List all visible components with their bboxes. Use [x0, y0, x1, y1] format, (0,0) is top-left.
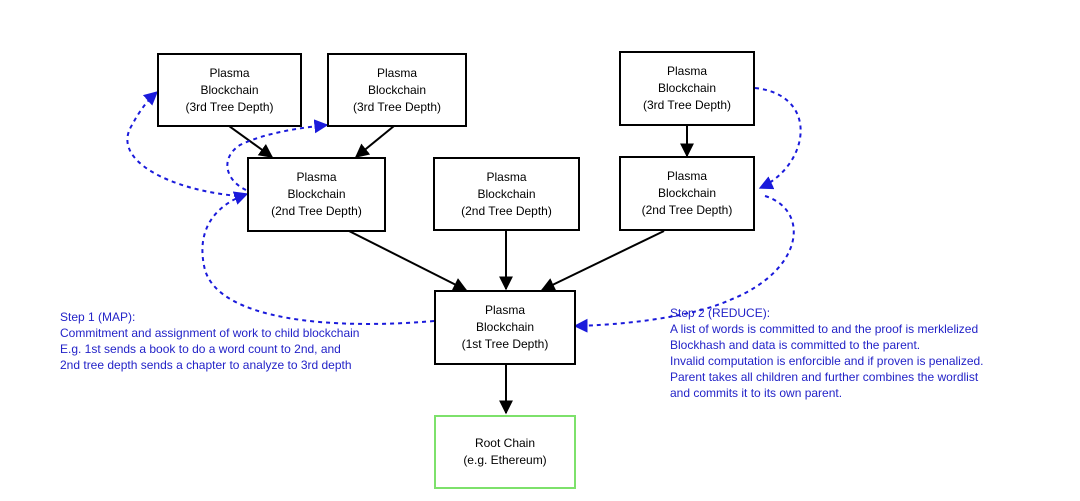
node-line: Plasma [666, 64, 707, 78]
node-line: Root Chain [474, 436, 536, 450]
node-line: (3rd Tree Depth) [185, 99, 274, 114]
node-2nd-depth-right: Plasma Blockchain (2nd Tree Depth) [619, 156, 755, 231]
node-line: Plasma [376, 65, 417, 80]
arrow-a-to-d [228, 125, 274, 158]
node-line: (3rd Tree Depth) [352, 99, 442, 114]
node-line: Plasma [209, 65, 250, 80]
note-line: Parent takes all children and further co… [670, 370, 979, 384]
node-line: Plasma [666, 169, 707, 183]
node-3rd-depth-right: Plasma Blockchain (3rd Tree Depth) [619, 51, 755, 126]
node-2nd-depth-middle: Plasma Blockchain (2nd Tree Depth) [433, 157, 580, 231]
step1-map-note: Step 1 (MAP): Commitment and assignment … [60, 309, 359, 373]
note-line: Blockhash and data is committed to the p… [670, 338, 921, 352]
arrow-f-to-g [540, 230, 665, 291]
node-line: (3rd Tree Depth) [642, 98, 732, 112]
dashed-reduce-c-to-f [754, 87, 802, 190]
node-line: Blockchain [475, 320, 535, 334]
note-line: Step 2 (REDUCE): [670, 306, 771, 320]
node-line: (2nd Tree Depth) [271, 204, 362, 218]
node-line: (2nd Tree Depth) [461, 203, 552, 218]
note-line: A list of words is committed to and the … [670, 322, 979, 336]
dashed-map-d-to-b [226, 119, 329, 191]
dashed-reduce-f-to-g [573, 195, 795, 333]
node-2nd-depth-left: Plasma Blockchain (2nd Tree Depth) [247, 157, 386, 232]
node-line: (2nd Tree Depth) [641, 203, 733, 217]
arrow-b-to-d [354, 125, 395, 158]
node-line: Plasma [484, 303, 525, 317]
arrow-d-to-g [348, 230, 468, 291]
node-line: (e.g. Ethereum) [463, 453, 547, 467]
node-line: Blockchain [657, 186, 717, 200]
node-line: Plasma [486, 169, 527, 184]
note-line: and commits it to its own parent. [670, 386, 843, 400]
node-line: Blockchain [657, 81, 717, 95]
step2-reduce-note: Step 2 (REDUCE): A list of words is comm… [670, 305, 984, 401]
dashed-map-g-to-d [201, 191, 435, 325]
node-3rd-depth-left: Plasma Blockchain (3rd Tree Depth) [157, 53, 302, 127]
node-line: Plasma [296, 170, 337, 184]
node-3rd-depth-middle: Plasma Blockchain (3rd Tree Depth) [327, 53, 467, 127]
node-line: Blockchain [477, 186, 536, 201]
node-line: (1st Tree Depth) [461, 337, 549, 351]
note-line: E.g. 1st sends a book to do a word count… [60, 342, 341, 356]
node-line: Blockchain [200, 82, 259, 97]
note-line: Commitment and assignment of work to chi… [60, 326, 360, 340]
note-line: 2nd tree depth sends a chapter to analyz… [60, 358, 352, 372]
node-1st-depth: Plasma Blockchain (1st Tree Depth) [434, 290, 576, 365]
node-root-chain: Root Chain (e.g. Ethereum) [434, 415, 576, 489]
note-line: Invalid computation is enforcible and if… [670, 354, 984, 368]
node-line: Blockchain [367, 82, 427, 97]
node-line: Blockchain [287, 187, 346, 201]
note-line: Step 1 (MAP): [60, 310, 136, 324]
